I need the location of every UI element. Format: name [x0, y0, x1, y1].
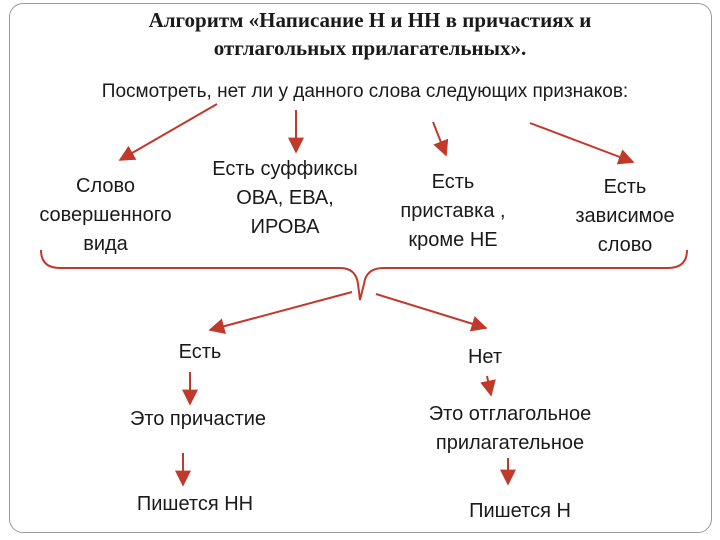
criterion-prefix: Есть приставка , кроме НЕ	[378, 168, 528, 255]
criterion-line: ИРОВА	[250, 216, 320, 238]
branch-no-result-line: прилагательное	[435, 432, 585, 454]
criterion-line: слово	[597, 234, 653, 256]
arrow-to-perfective	[118, 103, 218, 161]
branch-no-result: Это отглагольное прилагательное	[385, 400, 635, 458]
criterion-line: Есть суффиксы	[212, 158, 358, 180]
criterion-line: ОВА, ЕВА,	[236, 187, 334, 209]
arrow-to-prefix	[432, 121, 449, 157]
criterion-line: Есть	[431, 171, 475, 193]
criterion-line: приставка ,	[400, 200, 506, 222]
diagram-subtitle: Посмотреть, нет ли у данного слова следу…	[101, 81, 629, 102]
arrow-to-yes	[208, 291, 353, 335]
arrow-no-to-result	[480, 375, 496, 397]
title-line-1: Алгоритм «Написание Н и НН в причастиях …	[148, 8, 592, 32]
branch-yes-rule: Пишется НН	[136, 493, 254, 515]
diagram-title: Алгоритм «Написание Н и НН в причастиях …	[60, 6, 680, 62]
criterion-line: зависимое	[575, 205, 675, 227]
branch-yes-result: Это причастие	[129, 408, 267, 430]
branch-no-result-line: Это отглагольное	[428, 403, 592, 425]
criterion-line: совершенного	[39, 204, 172, 226]
criterion-dependent-word: Есть зависимое слово	[550, 173, 700, 260]
branch-no-answer: Нет	[467, 346, 503, 368]
branch-yes-answer: Есть	[178, 341, 222, 363]
arrow-to-no	[375, 293, 488, 332]
criterion-line: Слово	[76, 175, 135, 197]
title-line-2: отглагольных прилагательных».	[213, 36, 527, 60]
branch-no-rule: Пишется Н	[469, 500, 571, 522]
criterion-line: кроме НЕ	[408, 229, 498, 251]
criterion-line: Есть	[603, 176, 647, 198]
criterion-suffixes: Есть суффиксы ОВА, ЕВА, ИРОВА	[195, 155, 375, 242]
grouping-brace	[40, 249, 688, 301]
diagram-frame	[9, 3, 712, 533]
arrows-group	[118, 103, 635, 487]
criterion-perfective-aspect: Слово совершенного вида	[18, 172, 193, 259]
arrow-to-dependent-word	[529, 122, 635, 165]
criterion-line: вида	[83, 233, 128, 255]
